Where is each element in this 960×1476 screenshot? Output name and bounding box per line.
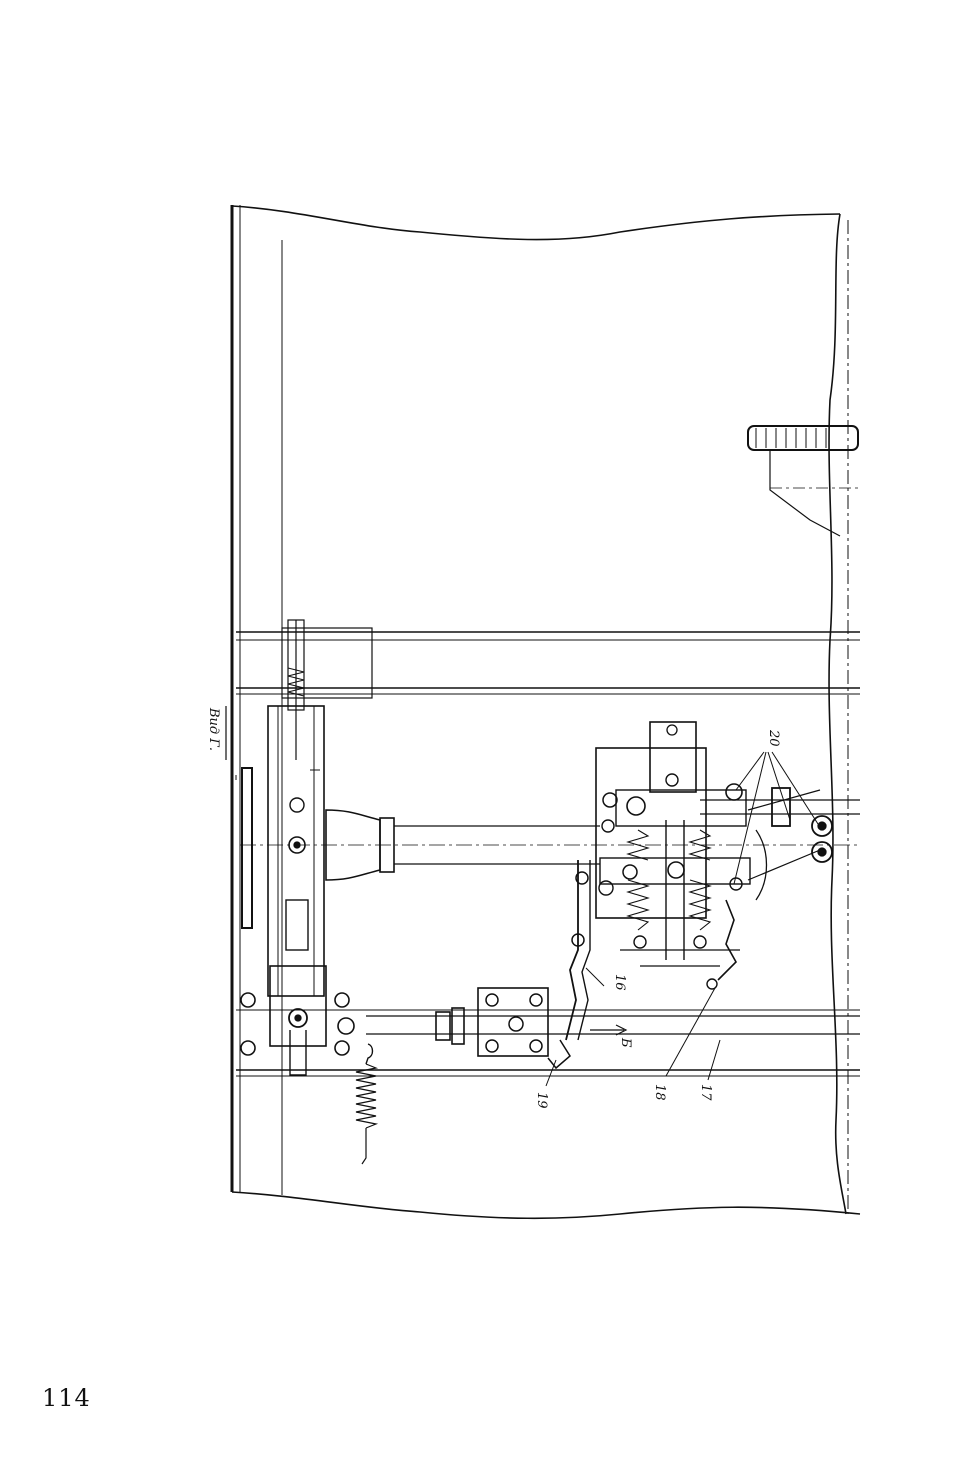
callout-19: 19 — [534, 1092, 549, 1109]
main-shaft — [240, 809, 860, 881]
left-bracket-assembly — [235, 619, 355, 1076]
section-arrow — [590, 1024, 628, 1036]
link-18 — [706, 899, 737, 990]
callout-18: 18 — [652, 1084, 667, 1101]
gearbox-assembly — [595, 721, 821, 967]
view-caption: Вид Г. — [206, 707, 221, 751]
right-shaft-end — [700, 787, 860, 863]
page-number: 114 — [42, 1384, 91, 1412]
handwheel — [747, 425, 860, 537]
callout-20: 20 — [766, 729, 781, 747]
tension-spring — [355, 1043, 379, 1165]
callout-17: 17 — [698, 1084, 713, 1101]
lever-16 — [565, 860, 591, 1041]
section-marker: Б — [618, 1037, 633, 1048]
drawing-frame — [230, 205, 861, 1220]
callout-labels: 16 17 18 19 20 Б Вид Г. — [206, 707, 781, 1109]
frame-beams — [236, 627, 860, 1077]
lower-shaft — [366, 987, 860, 1070]
callout-16: 16 — [612, 974, 627, 991]
leader-lines — [545, 751, 819, 1087]
